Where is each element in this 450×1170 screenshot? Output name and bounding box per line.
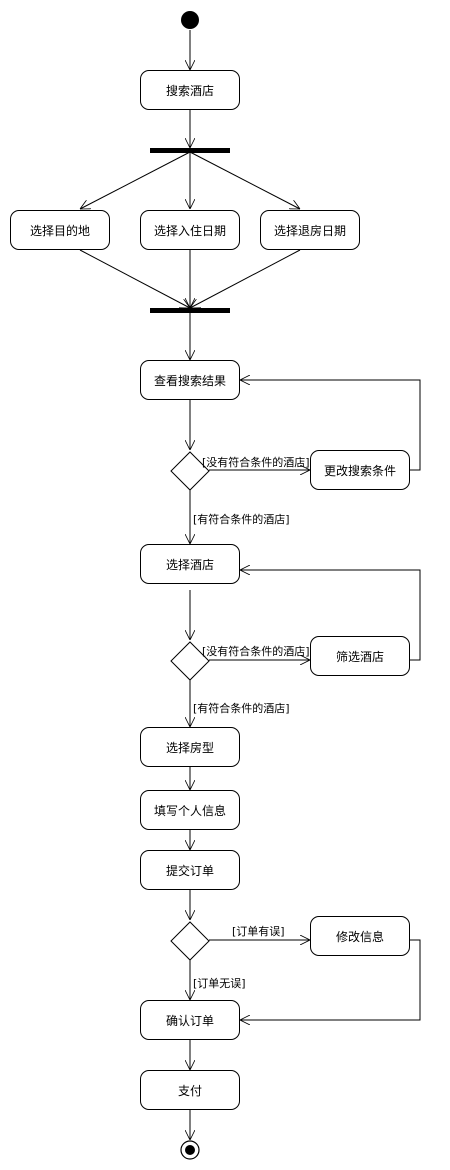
flow-filter-to-select-hotel xyxy=(240,570,421,661)
activity-search-hotel: 搜索酒店 xyxy=(140,70,240,110)
flow-change-to-results xyxy=(240,380,421,471)
guard-order-ok: [订单无误] xyxy=(193,977,246,990)
decision-node-hotels xyxy=(170,641,210,681)
activity-pay: 支付 xyxy=(140,1070,240,1110)
activity-change-conditions: 更改搜索条件 xyxy=(310,450,410,490)
flow-checkout-to-join xyxy=(190,249,301,309)
activity-submit-order: 提交订单 xyxy=(140,850,240,890)
flow-fork-to-destination xyxy=(80,151,191,210)
guard-match-1: [有符合条件的酒店] xyxy=(193,513,290,526)
activity-select-checkout: 选择退房日期 xyxy=(260,210,360,250)
activity-select-hotel: 选择酒店 xyxy=(140,544,240,584)
activity-confirm-order: 确认订单 xyxy=(140,1000,240,1040)
activity-select-room: 选择房型 xyxy=(140,727,240,767)
initial-node xyxy=(181,11,199,29)
flow-modify-to-confirm xyxy=(240,939,421,1020)
activity-view-results: 查看搜索结果 xyxy=(140,360,240,400)
guard-match-2: [有符合条件的酒店] xyxy=(193,702,290,715)
fork-bar xyxy=(150,148,230,153)
guard-no-match-2: [没有符合条件的酒店] xyxy=(202,645,310,658)
flow-fork-to-checkout xyxy=(189,151,300,210)
join-bar xyxy=(150,308,230,313)
decision-node-results xyxy=(170,451,210,491)
guard-no-match-1: [没有符合条件的酒店] xyxy=(202,456,310,469)
activity-select-checkin: 选择入住日期 xyxy=(140,210,240,250)
guard-order-error: [订单有误] xyxy=(232,925,285,938)
activity-filter-hotels: 筛选酒店 xyxy=(310,636,410,676)
activity-select-destination: 选择目的地 xyxy=(10,210,110,250)
flow-destination-to-join xyxy=(79,249,190,309)
activity-fill-info: 填写个人信息 xyxy=(140,790,240,830)
decision-node-order xyxy=(170,921,210,961)
final-node-dot xyxy=(185,1145,195,1155)
activity-modify-info: 修改信息 xyxy=(310,916,410,956)
